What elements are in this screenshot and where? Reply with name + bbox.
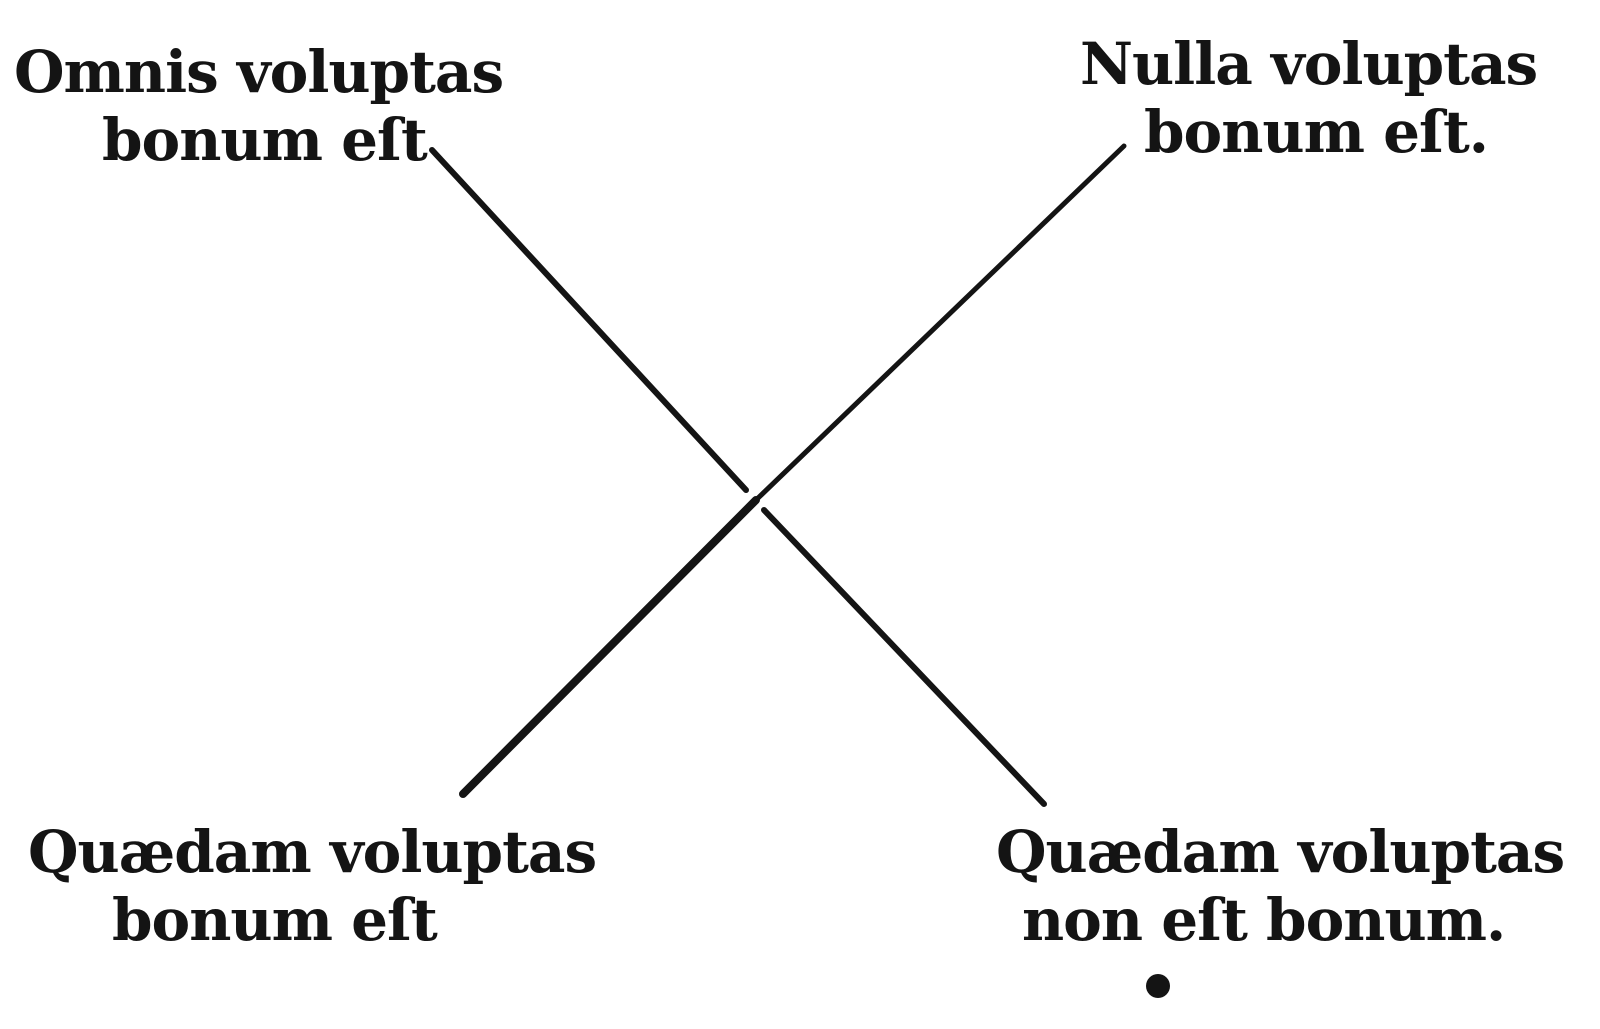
contradiction-line-e-i-lower [459, 496, 760, 798]
proposition-line: Quædam voluptas [28, 818, 597, 886]
proposition-particular-affirmative: Quædam voluptas bonum eſt [28, 818, 597, 955]
proposition-line: non eſt bonum. [1022, 886, 1506, 955]
contradiction-line-e-i-upper [753, 143, 1127, 503]
proposition-line: Quædam voluptas [996, 818, 1565, 886]
contradiction-line-a-o-lower [761, 507, 1047, 807]
proposition-line: Nulla voluptas [1080, 30, 1538, 98]
proposition-universal-negative: Nulla voluptas bonum eſt. [1080, 30, 1538, 167]
proposition-line: bonum eſt [102, 106, 428, 175]
proposition-line: Omnis voluptas [14, 38, 504, 106]
contradiction-line-a-o-upper [429, 147, 749, 493]
proposition-line: bonum eſt. [1144, 98, 1489, 167]
proposition-universal-affirmative: Omnis voluptas bonum eſt [14, 38, 504, 175]
ink-dot [1146, 974, 1170, 998]
proposition-particular-negative: Quædam voluptas non eſt bonum. [996, 818, 1565, 955]
proposition-line: bonum eſt [112, 886, 438, 955]
